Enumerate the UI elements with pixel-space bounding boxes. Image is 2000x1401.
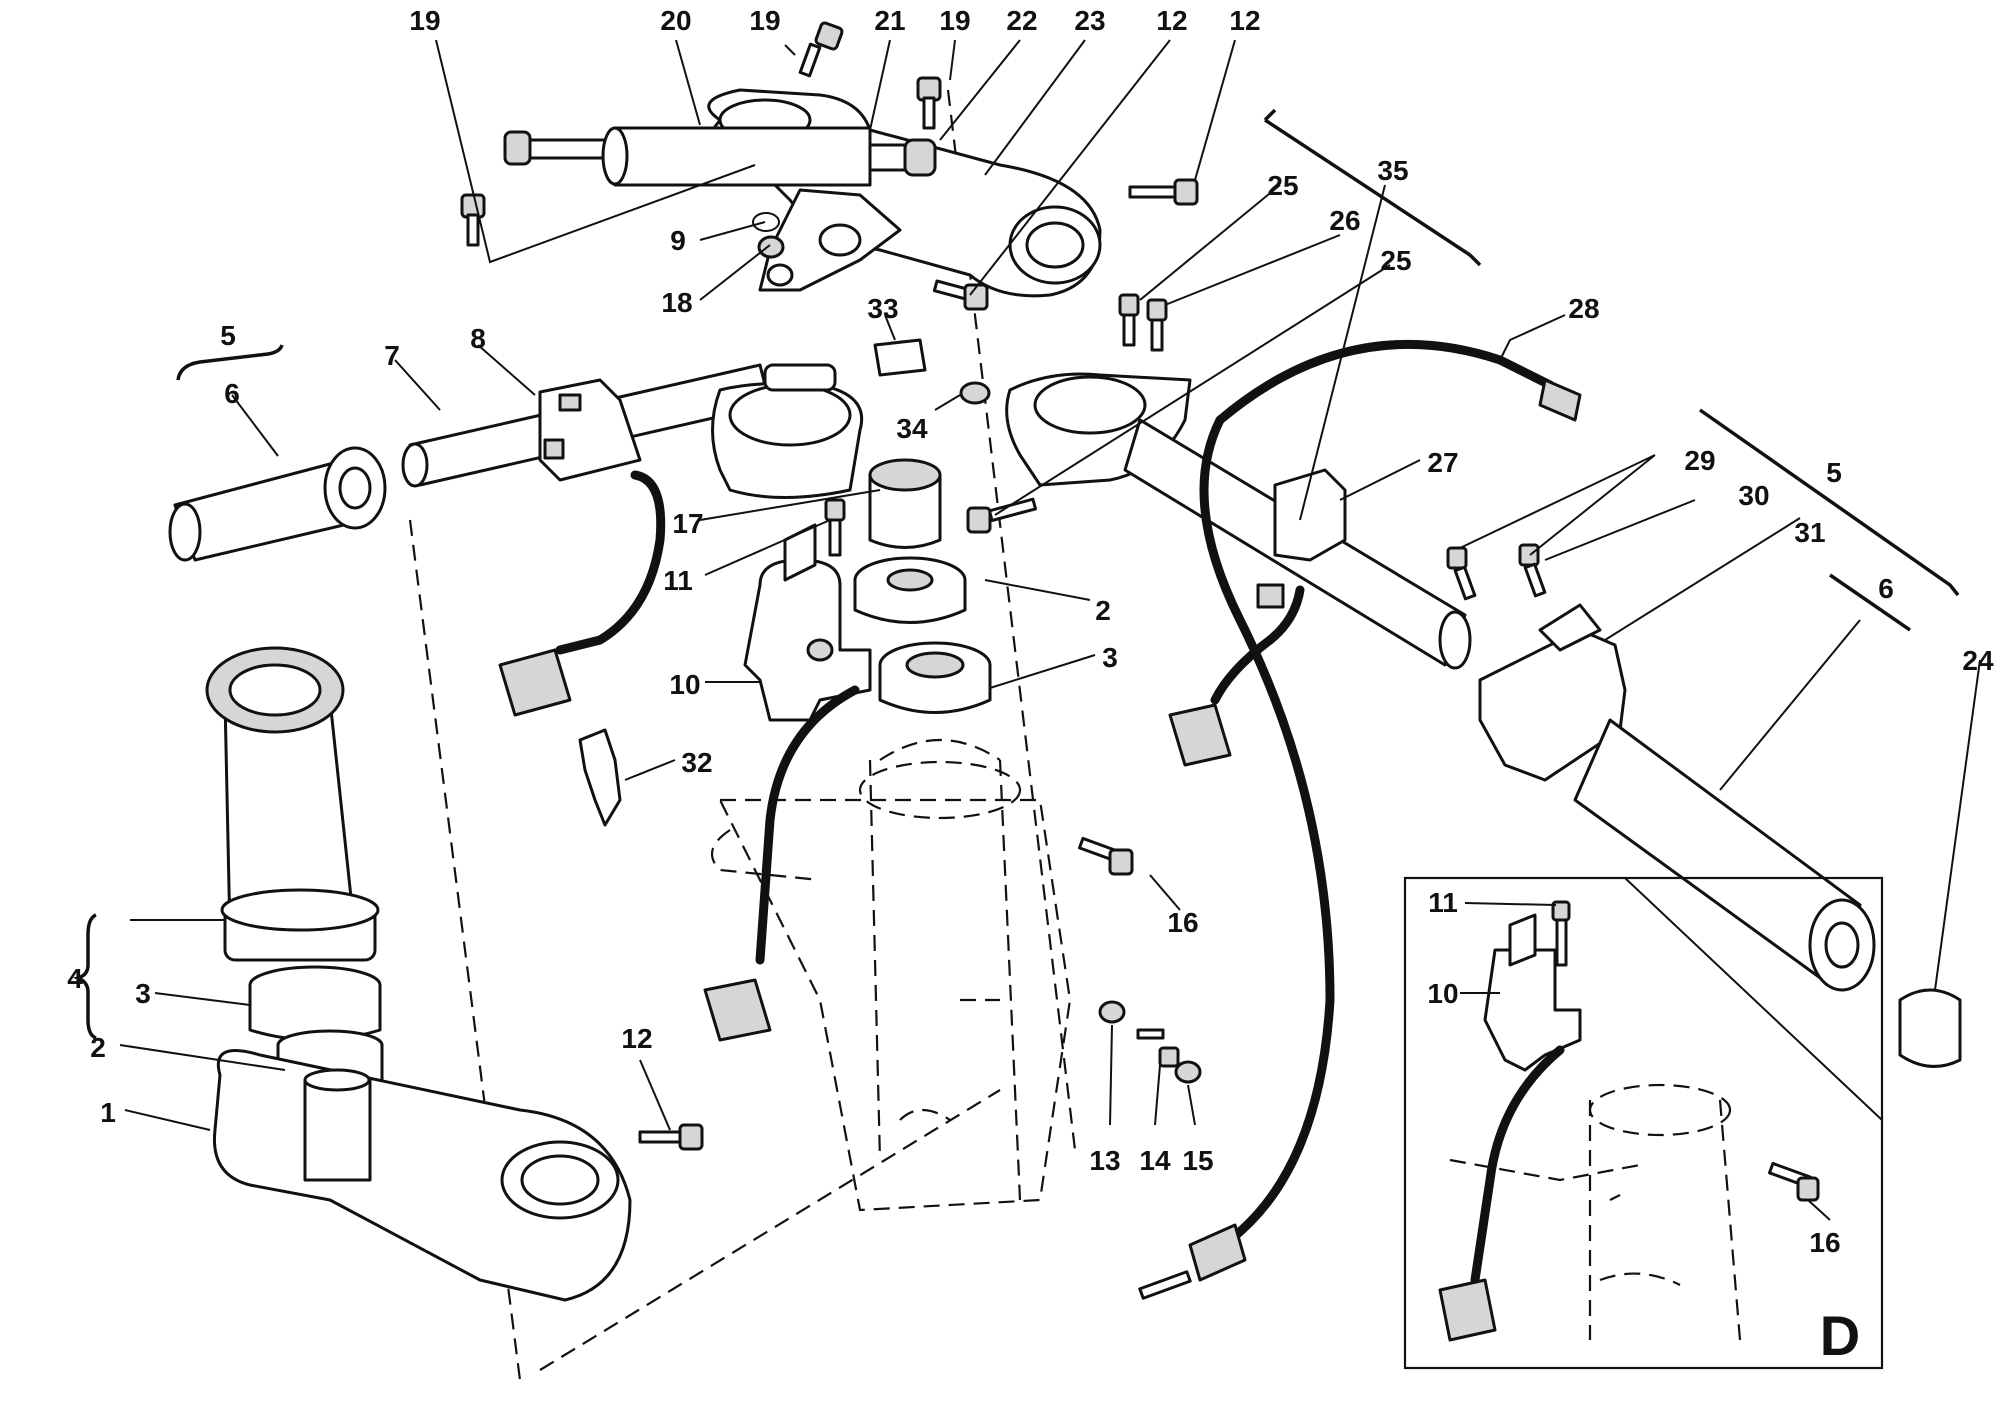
callout-31: 31	[1794, 517, 1825, 548]
callout-6: 6	[1878, 573, 1894, 604]
callout-11: 11	[663, 565, 693, 596]
detail-ignition-switch	[1483, 913, 1582, 1072]
callout-12: 12	[1229, 5, 1260, 36]
callout-19: 19	[409, 5, 440, 36]
callout-8: 8	[470, 323, 486, 354]
callout-20: 20	[660, 5, 691, 36]
ignition-bushing-17	[868, 458, 942, 549]
callout-19: 19	[939, 5, 970, 36]
steering-stem-tube	[205, 646, 380, 962]
throttle-housing-31	[1478, 603, 1627, 782]
callout-18: 18	[661, 287, 692, 318]
callout-19: 19	[749, 5, 780, 36]
callout-24: 24	[1962, 645, 1994, 676]
callout-33: 33	[867, 293, 898, 324]
callout-27: 27	[1427, 447, 1458, 478]
bolt-12-right	[1128, 178, 1199, 206]
callout-17: 17	[672, 508, 703, 539]
steering-damper	[503, 126, 937, 187]
callout-21: 21	[874, 5, 905, 36]
detail-label: D	[1820, 1304, 1860, 1367]
callout-2: 2	[1095, 595, 1111, 626]
callout-23: 23	[1074, 5, 1105, 36]
left-switch-housing	[538, 378, 642, 482]
callout-4: 4	[67, 963, 83, 994]
throttle-cable-28	[1138, 339, 1582, 1300]
callout-22: 22	[1006, 5, 1037, 36]
callout-9: 9	[670, 225, 686, 256]
callout-5: 5	[220, 320, 236, 351]
bottom-yoke-1	[212, 1049, 632, 1302]
callout-10: 10	[1427, 978, 1458, 1009]
right-grip	[1573, 718, 1876, 992]
ignition-switch-10	[743, 523, 872, 722]
bolt-14	[1136, 1028, 1180, 1068]
bolt-12-lower	[638, 1123, 704, 1151]
callout-7: 7	[384, 340, 400, 371]
callout-3: 3	[1102, 642, 1118, 673]
detail-cable	[1438, 1045, 1565, 1342]
bolts-29-30	[1446, 543, 1547, 601]
callout-5: 5	[1826, 457, 1842, 488]
callout-16: 16	[1167, 907, 1198, 938]
bolts-top	[460, 21, 1199, 311]
callout-13: 13	[1089, 1145, 1120, 1176]
frame-phantom-outline	[710, 738, 1072, 1212]
washer-9	[752, 212, 780, 232]
callout-12: 12	[1156, 5, 1187, 36]
leader-lines	[72, 39, 1981, 1221]
damper-bracket	[758, 188, 902, 292]
bolts-25-26	[966, 293, 1168, 534]
callout-10: 10	[669, 669, 700, 700]
detail-bolt-11	[1551, 900, 1571, 967]
key-32	[578, 728, 622, 827]
washer-34	[959, 381, 991, 405]
callout-labels: 19 20 19 21 19 22 23 12 12 35 25 26 25 9…	[67, 5, 1994, 1367]
callout-28: 28	[1568, 293, 1599, 324]
callout-26: 26	[1329, 205, 1360, 236]
washer-13	[1098, 1000, 1126, 1024]
bolt-16-center	[1077, 836, 1134, 876]
ignition-cable	[703, 685, 860, 1042]
detail-bolt-16	[1767, 1161, 1820, 1202]
detail-d-inset	[1403, 876, 1884, 1370]
bearing-2-center	[853, 556, 967, 624]
callout-3: 3	[135, 978, 151, 1009]
callout-34: 34	[896, 413, 928, 444]
bolt-19-right	[916, 76, 942, 130]
callout-14: 14	[1139, 1145, 1171, 1176]
callout-35: 35	[1377, 155, 1408, 186]
callout-30: 30	[1738, 480, 1769, 511]
callout-25: 25	[1267, 170, 1298, 201]
cap-33	[873, 338, 927, 377]
bolt-19-mid	[798, 21, 844, 78]
callout-11: 11	[1428, 887, 1458, 918]
bolt-12-mid	[932, 279, 989, 311]
callout-16: 16	[1809, 1227, 1840, 1258]
bar-end-cap-24	[1898, 988, 1962, 1068]
detail-frame-phantom	[1449, 1083, 1742, 1341]
callout-1: 1	[100, 1097, 116, 1128]
callout-32: 32	[681, 747, 712, 778]
callout-15: 15	[1182, 1145, 1213, 1176]
stem-bearing-3	[248, 965, 382, 1042]
left-switch-cable	[498, 470, 666, 717]
bolt-11	[824, 498, 846, 557]
left-grip	[168, 446, 387, 562]
washer-15	[1174, 1060, 1202, 1084]
callout-12: 12	[621, 1023, 652, 1054]
callout-6: 6	[224, 378, 240, 409]
top-yoke-assembly	[688, 88, 1102, 298]
callout-25: 25	[1380, 245, 1411, 276]
right-switch-housing-27	[1256, 468, 1347, 609]
left-fork-clamp	[711, 363, 863, 499]
callout-29: 29	[1684, 445, 1715, 476]
bearing-3-center	[878, 641, 992, 714]
nut-18	[757, 235, 785, 259]
callout-2: 2	[90, 1032, 106, 1063]
right-switch-cable	[1168, 585, 1305, 767]
